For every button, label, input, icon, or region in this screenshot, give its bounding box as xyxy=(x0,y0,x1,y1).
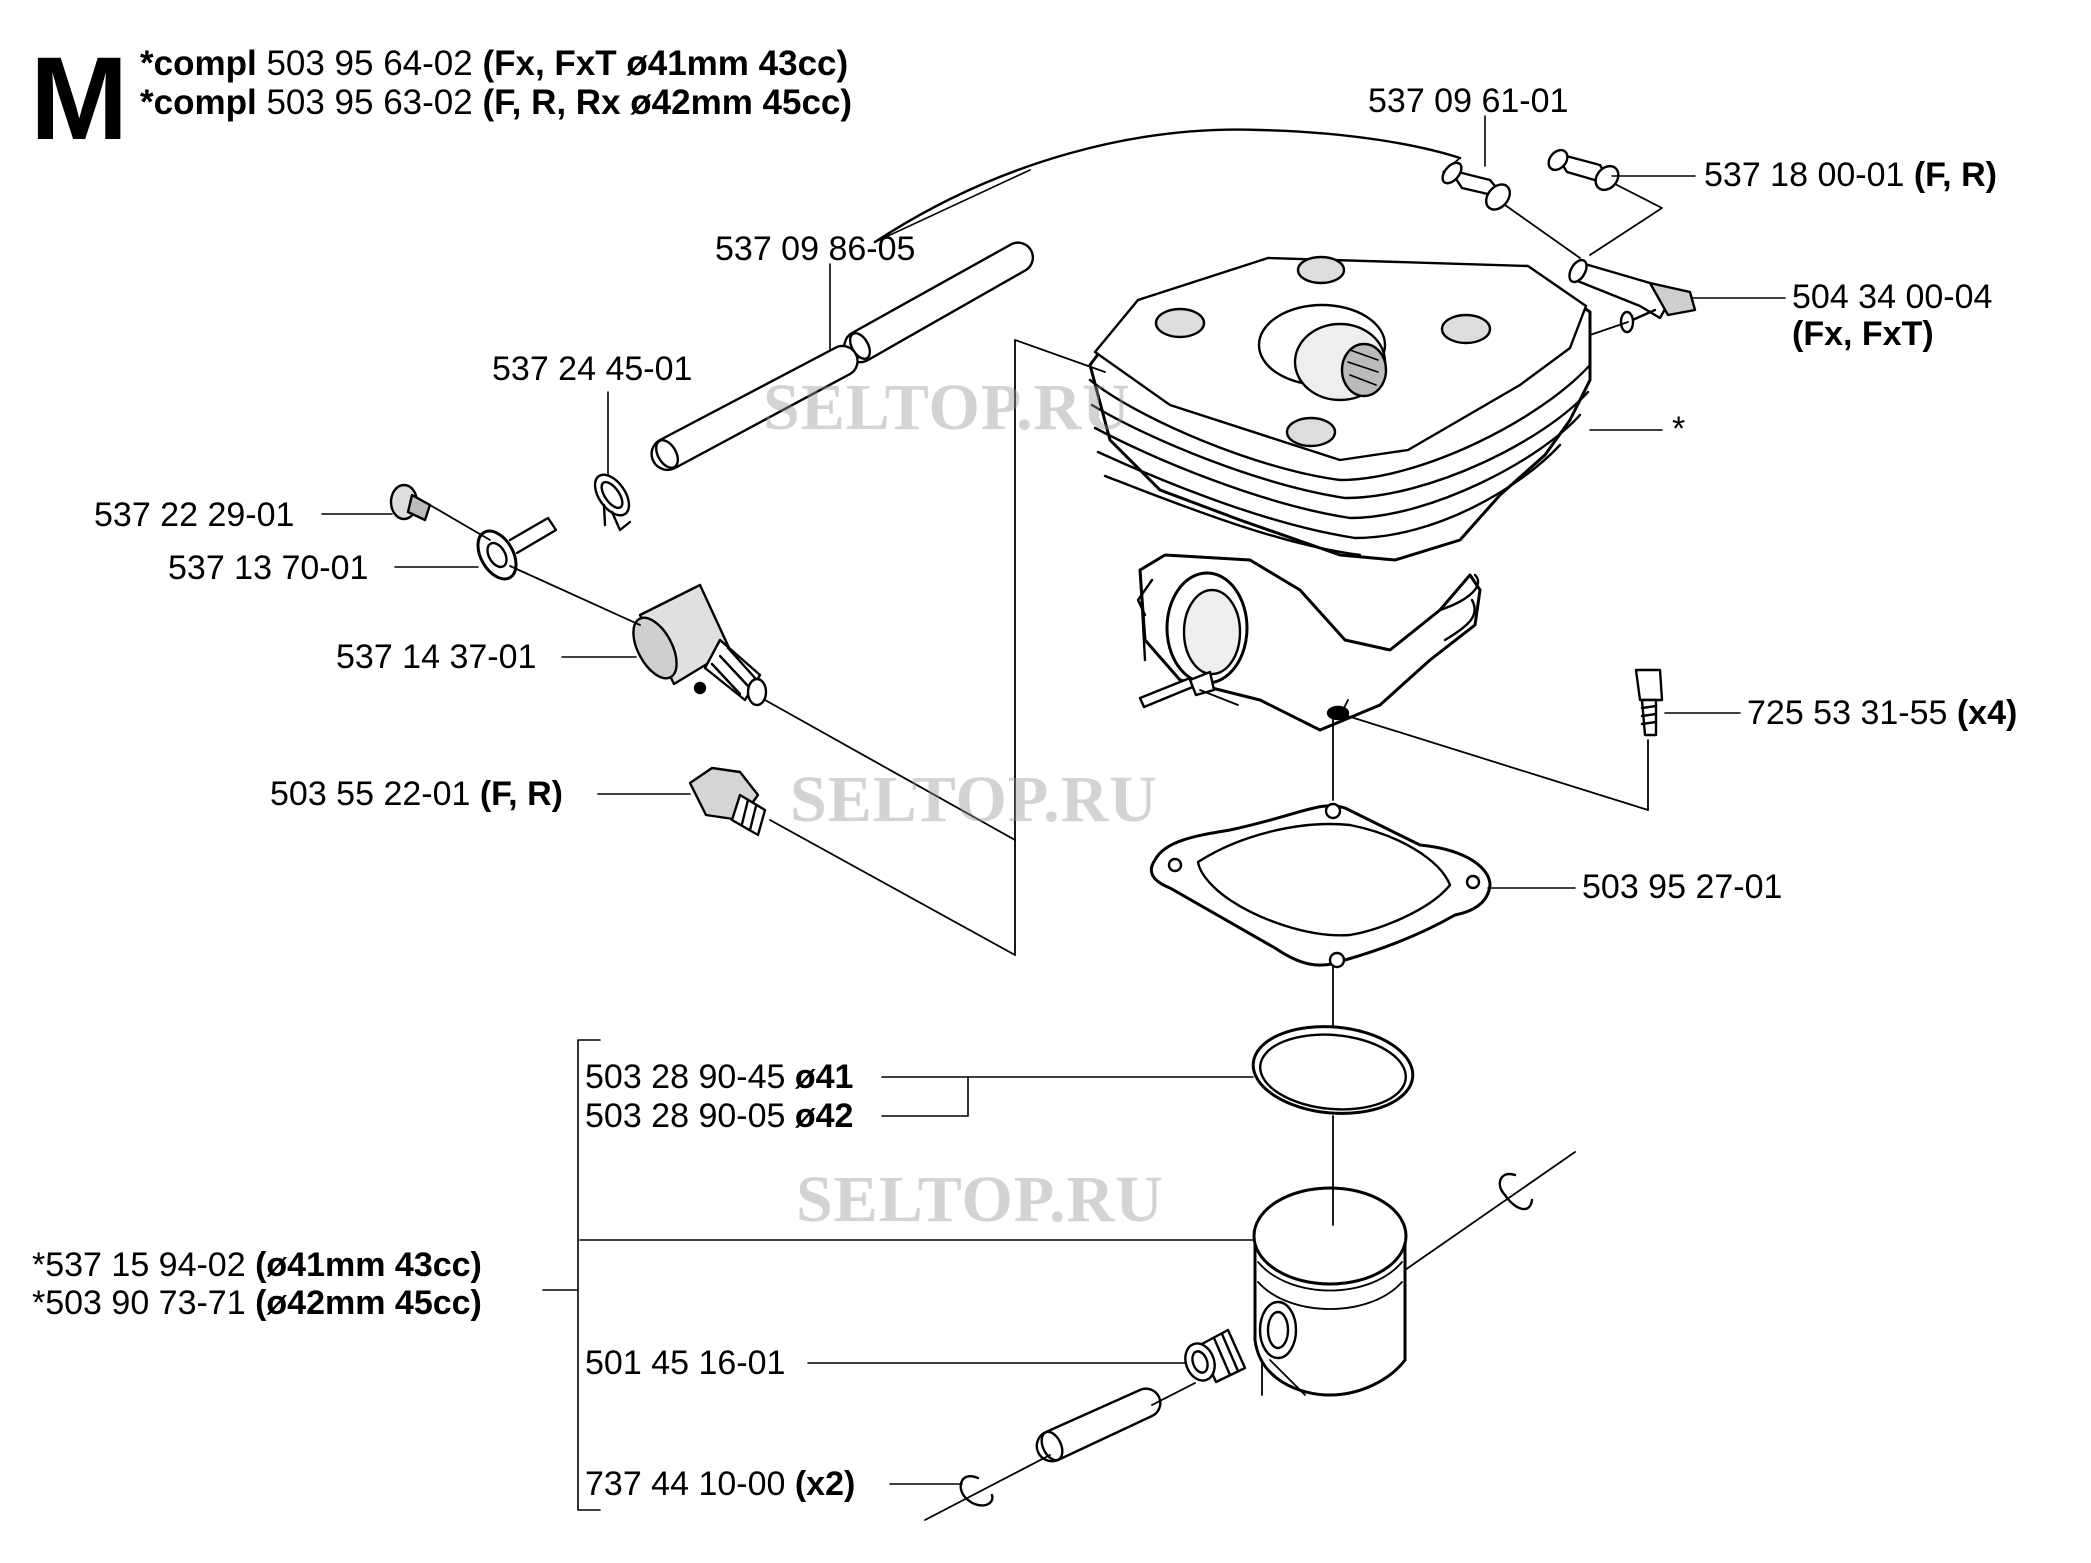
part-label-537-09-61-01: 537 09 61-01 xyxy=(1368,82,1569,120)
watermark-1: SELTOP.RU xyxy=(763,371,1131,444)
watermark-3: SELTOP.RU xyxy=(796,1163,1164,1236)
kit-line-1-prefix: *compl xyxy=(140,44,257,83)
leader-lines xyxy=(321,115,1786,1511)
cylinder xyxy=(1088,255,1592,732)
watermark-2: SELTOP.RU xyxy=(790,763,1158,836)
kit-line-2: *compl 503 95 63-02 (F, R, Rx ø42mm 45cc… xyxy=(140,83,852,123)
part-label-537-09-86-05: 537 09 86-05 xyxy=(715,230,916,268)
hose-clamp xyxy=(593,473,632,532)
kit-line-1-number: 503 95 64-02 xyxy=(266,44,473,83)
piston-ring xyxy=(1251,1025,1415,1115)
part-label-725-53-31-55: 725 53 31-55 (x4) xyxy=(1747,694,2018,732)
plug-503-55-22-01 xyxy=(688,766,767,837)
part-label-piston-43cc: *537 15 94-02 (ø41mm 43cc) xyxy=(32,1246,482,1284)
part-label-ring-41: 503 28 90-45 ø41 xyxy=(585,1058,854,1096)
kit-line-2-number: 503 95 63-02 xyxy=(266,83,473,122)
short-hose-537-09-61-01 xyxy=(1441,161,1512,211)
needle-bearing xyxy=(1184,1328,1247,1384)
part-label-537-22-29-01: 537 22 29-01 xyxy=(94,496,295,534)
part-label-504-34-00-04-variant: (Fx, FxT) xyxy=(1792,315,1934,353)
kit-line-1-variant: (Fx, FxT ø41mm 43cc) xyxy=(482,44,849,83)
short-hose-537-18-00-01 xyxy=(1547,148,1620,192)
section-letter: M xyxy=(30,33,129,165)
impulse-hose xyxy=(873,128,1462,244)
kit-line-2-prefix: *compl xyxy=(140,83,257,122)
part-label-piston-45cc: *503 90 73-71 (ø42mm 45cc) xyxy=(32,1284,482,1322)
kit-line-2-variant: (F, R, Rx ø42mm 45cc) xyxy=(482,83,853,122)
elbow-fitting xyxy=(1568,258,1697,334)
part-label-537-14-37-01: 537 14 37-01 xyxy=(336,638,537,676)
cylinder-screw xyxy=(1634,668,1664,737)
part-label-cylinder-asterisk: * xyxy=(1672,410,1686,448)
piston-pin xyxy=(1035,1387,1162,1463)
hose-537-24-45-01-section xyxy=(650,344,859,472)
part-label-737-44-10-00: 737 44 10-00 (x2) xyxy=(585,1465,856,1503)
part-label-503-95-27-01: 503 95 27-01 xyxy=(1582,868,1783,906)
part-label-ring-42: 503 28 90-05 ø42 xyxy=(585,1097,854,1135)
kit-line-1: *compl 503 95 64-02 (Fx, FxT ø41mm 43cc) xyxy=(140,44,848,84)
decomp-valve xyxy=(632,583,768,707)
piston xyxy=(1252,1186,1408,1397)
banjo-nipple xyxy=(476,516,558,581)
part-label-501-45-16-01: 501 45 16-01 xyxy=(585,1344,786,1382)
part-label-537-18-00-01: 537 18 00-01 (F, R) xyxy=(1704,156,1997,194)
assembly-lines xyxy=(429,183,1663,1521)
part-label-537-24-45-01: 537 24 45-01 xyxy=(492,350,693,388)
part-label-537-13-70-01: 537 13 70-01 xyxy=(168,549,369,587)
circlip-top xyxy=(1498,1172,1534,1211)
banjo-screw xyxy=(389,483,432,522)
circlip-bottom xyxy=(959,1475,994,1507)
part-label-504-34-00-04: 504 34 00-04 xyxy=(1792,278,1993,316)
part-label-503-55-22-01: 503 55 22-01 (F, R) xyxy=(270,775,563,813)
cylinder-gasket xyxy=(1149,802,1492,969)
